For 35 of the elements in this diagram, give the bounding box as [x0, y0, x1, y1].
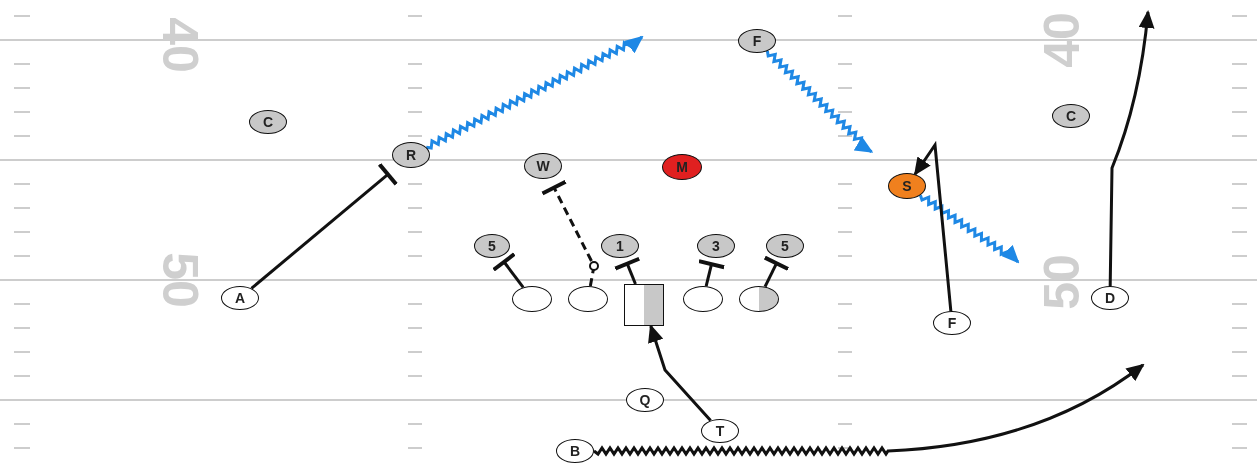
player-oval: T	[701, 419, 739, 443]
player-oval: Q	[626, 388, 664, 412]
defender-oval: S	[888, 173, 926, 199]
motion-arrow	[593, 363, 1145, 456]
block-line	[250, 163, 398, 290]
motion-arrow	[919, 194, 1020, 264]
defender-oval: 5	[766, 234, 804, 258]
defender-oval: 5	[474, 234, 510, 258]
route-arrow	[648, 324, 712, 422]
player-oval: F	[933, 311, 971, 335]
player-oval: D	[1091, 286, 1129, 310]
defender-oval: M	[662, 154, 702, 180]
block-line	[541, 180, 599, 287]
route-arrow	[913, 140, 953, 312]
lineman-oval	[512, 286, 552, 312]
defender-oval: C	[249, 110, 287, 134]
defender-oval: C	[1052, 104, 1090, 128]
defender-oval: R	[392, 142, 430, 168]
player-oval: B	[556, 439, 594, 463]
lineman-oval	[683, 286, 723, 312]
player-oval: A	[221, 286, 259, 310]
block-line	[763, 255, 790, 288]
route-arrow	[1108, 10, 1155, 287]
defender-oval: F	[738, 29, 776, 53]
block-line	[614, 256, 640, 285]
defender-oval: W	[524, 153, 562, 179]
block-line	[698, 259, 725, 287]
lineman-oval	[739, 286, 779, 312]
motion-arrow	[425, 35, 644, 150]
center-box	[624, 284, 664, 326]
block-line	[492, 252, 525, 289]
defender-oval: 3	[697, 234, 735, 258]
lineman-oval	[568, 286, 608, 312]
motion-arrow	[765, 50, 874, 154]
defender-oval: 1	[601, 234, 639, 258]
